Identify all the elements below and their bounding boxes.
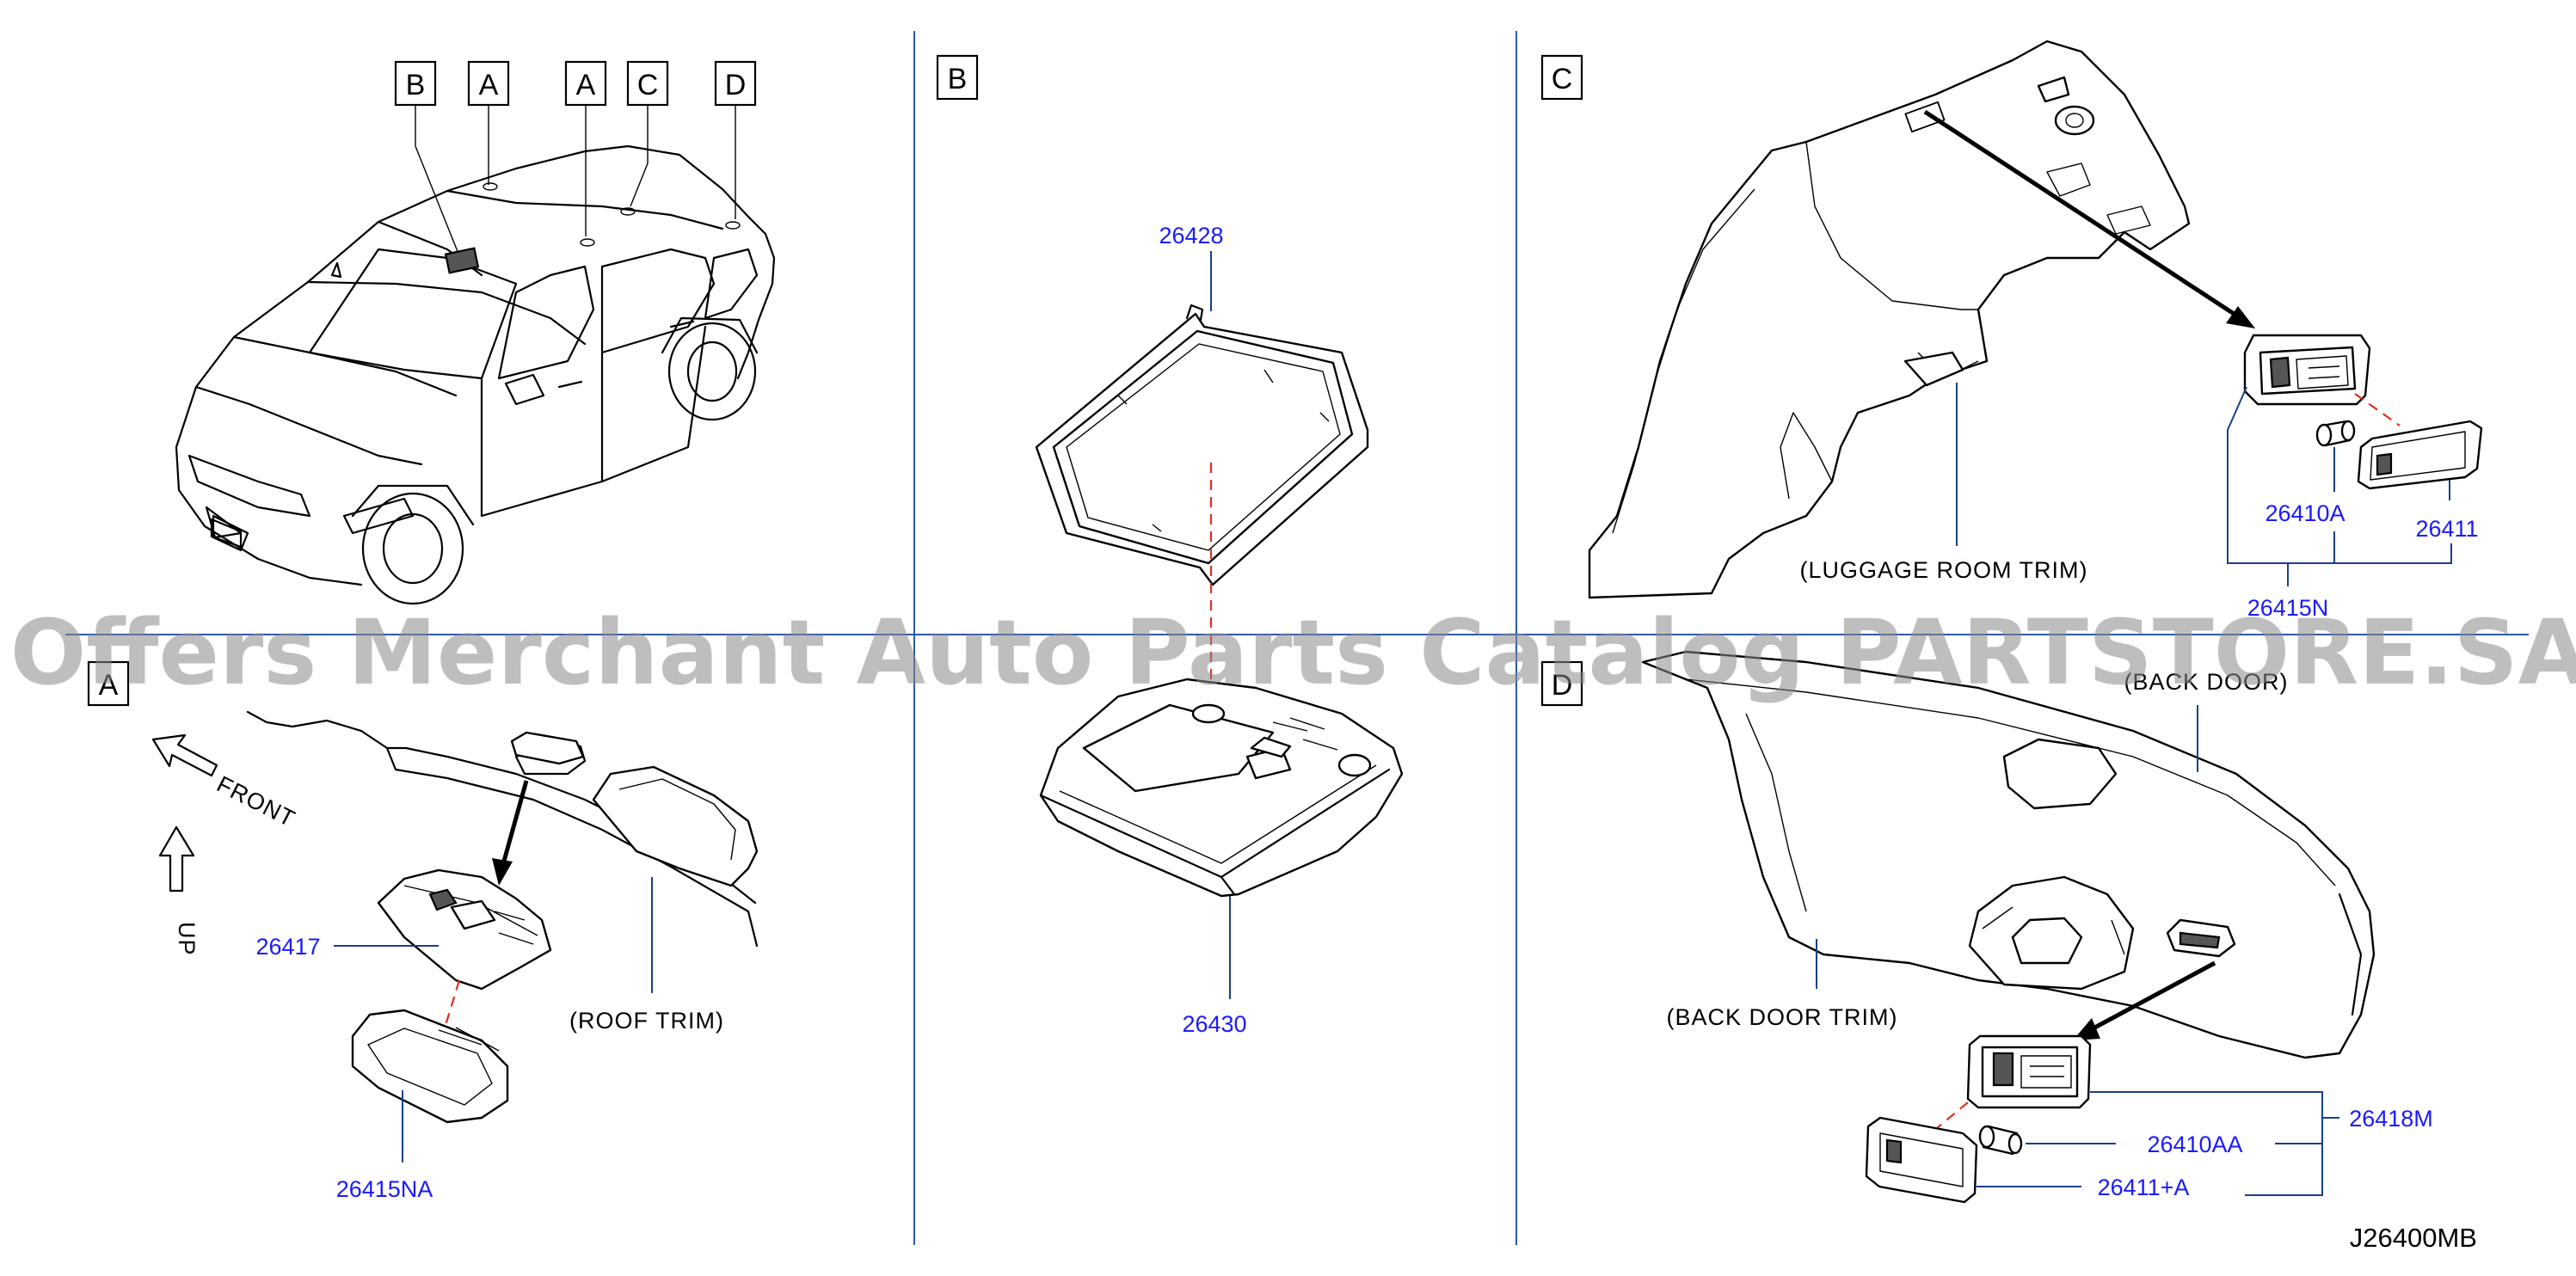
- label-26411A: 26411+A: [2098, 1175, 2190, 1200]
- car-marker-a-2-label: A: [576, 69, 596, 101]
- car-marker-b[interactable]: B: [394, 60, 437, 107]
- label-26430: 26430: [1182, 1011, 1246, 1037]
- label-26415NA: 26415NA: [336, 1176, 433, 1202]
- car-marker-a-1-label: A: [479, 69, 499, 101]
- front-arrow-icon: [151, 733, 218, 777]
- panel-c: C (LUGGAGE ROOM TRIM): [1540, 40, 2483, 621]
- car-marker-a-2[interactable]: A: [564, 60, 607, 107]
- label-luggage-room-trim: (LUGGAGE ROOM TRIM): [1799, 557, 2087, 583]
- lens-26411[interactable]: [2357, 420, 2483, 490]
- up-label: UP: [174, 922, 200, 956]
- label-26415N: 26415N: [2247, 595, 2329, 621]
- lens-26415NA[interactable]: [351, 1009, 509, 1124]
- map-lamp-26430[interactable]: [1039, 678, 1404, 898]
- label-roof-trim: (ROOF TRIM): [569, 1008, 724, 1034]
- label-26410AA: 26410AA: [2147, 1132, 2242, 1157]
- arrow-c: [1923, 109, 2242, 321]
- label-26410A: 26410A: [2265, 500, 2345, 526]
- panel-b-tag[interactable]: B: [936, 54, 979, 101]
- label-back-door: (BACK DOOR): [2124, 669, 2288, 695]
- housing-26417[interactable]: [377, 868, 552, 991]
- car-marker-b-label: B: [406, 69, 426, 101]
- front-label: FRONT: [212, 771, 299, 832]
- bulb-26410AA[interactable]: [1978, 1125, 2023, 1156]
- car-marker-a-1[interactable]: A: [467, 60, 510, 107]
- panel-a-tag[interactable]: A: [87, 660, 130, 707]
- car-marker-c-label: C: [637, 69, 659, 101]
- car-overview: B A A C D: [175, 60, 776, 605]
- suv-illustration: [175, 144, 776, 605]
- panel-a-letter: A: [99, 669, 119, 702]
- label-26428: 26428: [1159, 223, 1223, 248]
- up-arrow-icon: [158, 825, 195, 893]
- diagram-code: J26400MB: [2350, 1223, 2477, 1253]
- back-door[interactable]: [1641, 650, 2376, 1059]
- label-26418M: 26418M: [2349, 1106, 2433, 1132]
- watermark-text: Offers Merchant Auto Parts Catalog PARTS…: [10, 600, 2576, 705]
- panel-d-letter: D: [1552, 669, 1573, 702]
- panel-c-tag[interactable]: C: [1540, 54, 1583, 101]
- panel-b-letter: B: [948, 63, 968, 95]
- label-26417: 26417: [255, 934, 320, 960]
- label-26411: 26411: [2415, 516, 2478, 542]
- bulb-26410A[interactable]: [2315, 420, 2356, 447]
- car-marker-c[interactable]: C: [626, 60, 669, 107]
- panel-c-letter: C: [1552, 63, 1573, 95]
- back-door-lamp-housing[interactable]: [1966, 1034, 2092, 1109]
- bezel-frame-26428[interactable]: [1035, 304, 1369, 586]
- arrow-d: [2088, 960, 2216, 1033]
- car-marker-d[interactable]: D: [714, 60, 757, 107]
- roof-lamp-opening: [510, 731, 585, 765]
- car-marker-d-label: D: [725, 69, 747, 101]
- luggage-room-trim[interactable]: [1588, 40, 2191, 599]
- label-back-door-trim: (BACK DOOR TRIM): [1666, 1004, 1897, 1030]
- lens-26411A[interactable]: [1865, 1116, 1978, 1204]
- panel-a: A FRONT UP (ROOF TRIM): [87, 660, 759, 1202]
- arrow-a: [501, 780, 529, 865]
- roof-trim[interactable]: [246, 710, 759, 948]
- panel-d: D (BACK DOOR) (BACK DOOR TRIM): [1540, 650, 2433, 1204]
- panel-b: B 26428 26430: [936, 54, 1404, 1037]
- luggage-lamp-housing[interactable]: [2243, 334, 2371, 406]
- panel-d-tag[interactable]: D: [1540, 660, 1583, 707]
